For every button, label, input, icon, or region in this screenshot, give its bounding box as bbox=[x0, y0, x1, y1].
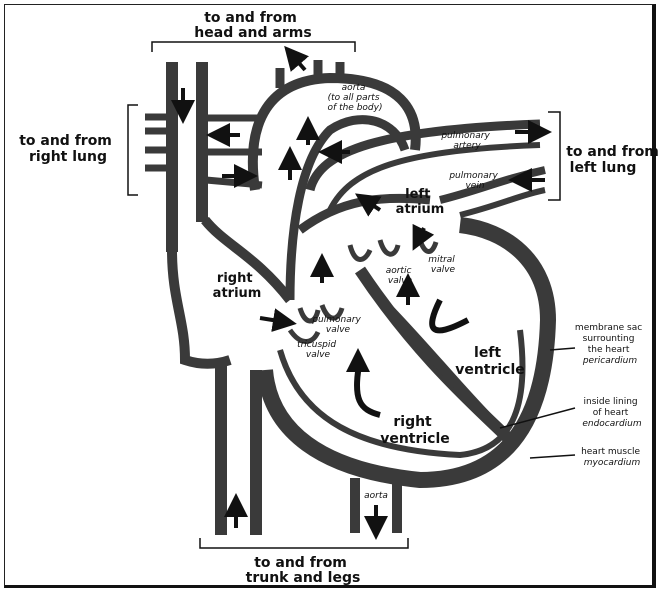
label-head-arms: to and from head and arms bbox=[194, 10, 311, 41]
label-myocardium: heart muscle myocardium bbox=[581, 447, 643, 468]
bracket-right-lung bbox=[128, 105, 138, 195]
bracket-head-arms bbox=[152, 42, 355, 52]
label-aorta-bottom: aorta bbox=[364, 491, 388, 501]
label-aortic-valve: aortic valve bbox=[386, 266, 415, 286]
label-pulmonary-valve: pulmonary valve bbox=[311, 315, 363, 335]
label-right-ventricle: right ventricle bbox=[380, 414, 450, 447]
label-pericardium: membrane sac surrounting the heart peric… bbox=[575, 323, 645, 366]
chamber-flow-loops bbox=[357, 300, 468, 415]
label-left-lung: to and from left lung bbox=[566, 144, 662, 176]
bracket-left-lung bbox=[548, 112, 560, 200]
label-mitral-valve: mitral valve bbox=[428, 255, 457, 275]
label-endocardium: inside lining of heart endocardium bbox=[582, 397, 642, 429]
label-left-atrium: left atrium bbox=[396, 187, 445, 217]
label-tricuspid-valve: tricuspid valve bbox=[297, 340, 339, 360]
label-trunk-legs: to and from trunk and legs bbox=[246, 555, 361, 586]
valves bbox=[290, 240, 436, 342]
bracket-trunk-legs bbox=[200, 538, 408, 548]
label-right-lung: to and from right lung bbox=[19, 133, 117, 165]
label-left-ventricle: left ventricle bbox=[455, 345, 525, 378]
label-right-atrium: right atrium bbox=[213, 271, 262, 301]
